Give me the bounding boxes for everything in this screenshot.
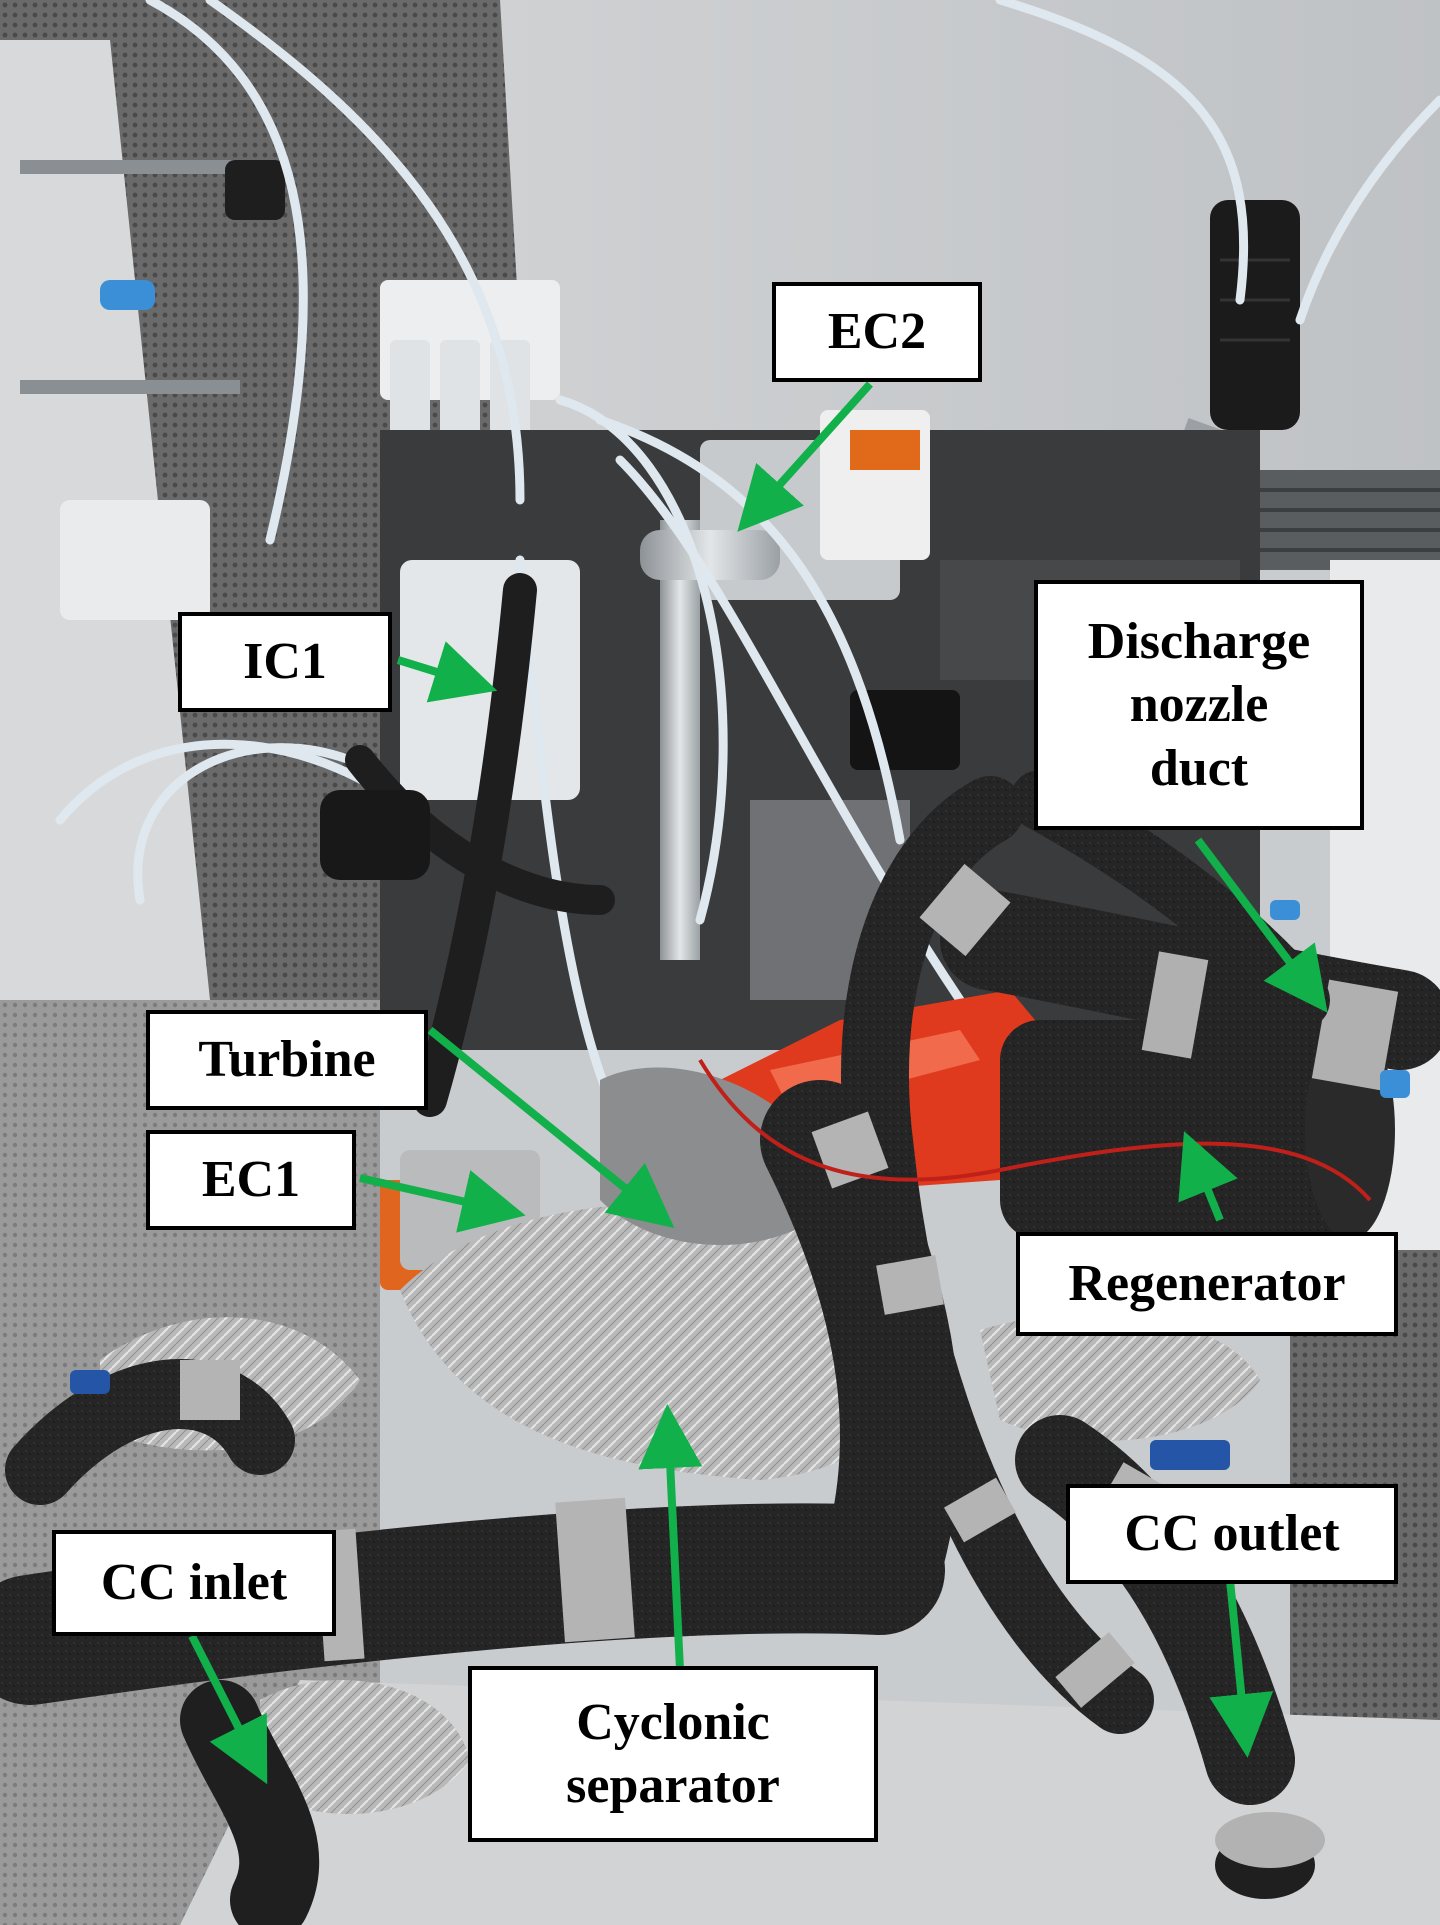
label-regenerator-text: Regenerator bbox=[1068, 1255, 1346, 1313]
label-ic1: IC1 bbox=[178, 612, 392, 712]
label-regenerator: Regenerator bbox=[1016, 1232, 1398, 1336]
label-cyclonic-line1: Cyclonic bbox=[576, 1693, 770, 1751]
label-discharge-line2: nozzle bbox=[1129, 676, 1269, 734]
label-cc-outlet: CC outlet bbox=[1066, 1484, 1398, 1584]
label-discharge-line3: duct bbox=[1149, 739, 1249, 797]
label-turbine: Turbine bbox=[146, 1010, 428, 1110]
label-cc-inlet: CC inlet bbox=[52, 1530, 336, 1636]
label-ec1: EC1 bbox=[146, 1130, 356, 1230]
label-cc-inlet-text: CC inlet bbox=[100, 1554, 288, 1612]
label-discharge-nozzle-duct: Discharge nozzle duct bbox=[1034, 580, 1364, 830]
label-cyclonic-line2: separator bbox=[566, 1757, 780, 1814]
label-cyclonic-separator: Cyclonic separator bbox=[468, 1666, 878, 1842]
label-ec1-text: EC1 bbox=[201, 1151, 301, 1209]
label-turbine-text: Turbine bbox=[198, 1031, 376, 1089]
label-ec2: EC2 bbox=[772, 282, 982, 382]
label-discharge-line1: Discharge bbox=[1087, 612, 1311, 670]
label-cc-outlet-text: CC outlet bbox=[1124, 1505, 1340, 1563]
label-ec2-text: EC2 bbox=[827, 303, 927, 361]
label-ic1-text: IC1 bbox=[243, 633, 327, 691]
